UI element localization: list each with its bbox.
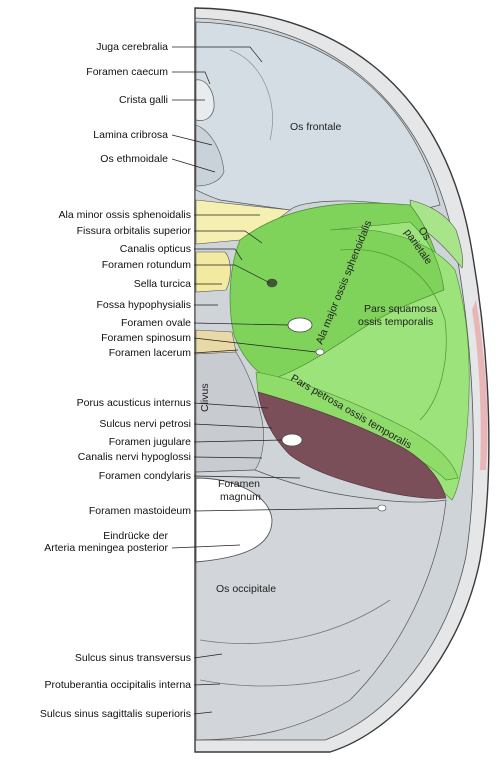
clivus-region xyxy=(195,351,264,473)
foramen-magnum-shape xyxy=(195,477,273,563)
frontal-contour xyxy=(229,49,273,141)
label-sulcus-transversus: Sulcus sinus transversus xyxy=(75,652,191,664)
label-foramen-caecum: Foramen caecum xyxy=(86,66,168,78)
label-lamina-cribrosa: Lamina cribrosa xyxy=(93,129,168,141)
foramen-jugulare-shape xyxy=(281,433,303,447)
foramen-ovale-shape xyxy=(287,317,313,333)
label-sella-turcica: Sella turcica xyxy=(134,278,191,290)
label-eindruecke-line1: Eindrücke der xyxy=(103,530,168,542)
label-foramen-spinosum: Foramen spinosum xyxy=(101,332,191,344)
label-clivus: Clivus xyxy=(199,383,211,412)
occipital-contour-2 xyxy=(199,669,361,687)
label-eindruecke-line2: Arteria meningea posterior xyxy=(44,542,168,554)
label-protuberantia: Protuberantia occipitalis interna xyxy=(45,679,192,691)
pink-edge xyxy=(472,300,488,470)
label-canalis-hypoglossi: Canalis nervi hypoglossi xyxy=(78,451,191,463)
label-foramen-condylaris: Foramen condylaris xyxy=(99,470,191,482)
occipital-contour xyxy=(199,599,391,644)
label-foramen-magnum-1: Foramen xyxy=(218,478,260,490)
foramen-spinosum-shape xyxy=(315,348,325,356)
sella-yellow-region xyxy=(195,251,231,293)
label-fissura-orbitalis: Fissura orbitalis superior xyxy=(77,225,192,237)
foramen-mastoideum-shape xyxy=(377,504,387,512)
label-foramen-jugulare: Foramen jugulare xyxy=(109,436,191,448)
label-sulcus-sagittalis: Sulcus sinus sagittalis superioris xyxy=(40,708,191,720)
label-fossa-hypophysialis: Fossa hypophysialis xyxy=(96,299,191,311)
label-crista-galli: Crista galli xyxy=(119,94,168,106)
label-porus-acusticus: Porus acusticus internus xyxy=(77,397,191,409)
label-sulcus-nervi-petrosi: Sulcus nervi petrosi xyxy=(99,418,191,430)
foramen-rotundum-shape xyxy=(266,278,278,288)
label-foramen-lacerum: Foramen lacerum xyxy=(109,347,192,359)
label-pars-squamosa-1: Pars squamosa xyxy=(364,303,437,315)
petrous-posterior-region xyxy=(257,391,447,499)
squama-contour xyxy=(339,248,447,421)
lamina-cribrosa-shape xyxy=(195,124,225,187)
label-foramen-rotundum: Foramen rotundum xyxy=(102,259,192,271)
label-foramen-magnum-2: magnum xyxy=(220,491,261,503)
label-pars-squamosa-2: ossis temporalis xyxy=(358,316,433,328)
label-ala-minor: Ala minor ossis sphenoidalis xyxy=(59,209,191,221)
leader-lines xyxy=(171,46,379,715)
left-labels: Juga cerebralia Foramen caecum Crista ga… xyxy=(40,41,192,720)
label-foramen-mastoideum: Foramen mastoideum xyxy=(89,505,191,517)
label-os-ethmoidale: Os ethmoidale xyxy=(100,153,168,165)
label-juga-cerebralia: Juga cerebralia xyxy=(96,41,168,53)
os-parietale-region xyxy=(409,199,464,269)
label-foramen-ovale: Foramen ovale xyxy=(121,317,191,329)
label-os-frontale: Os frontale xyxy=(290,121,342,133)
label-canalis-opticus: Canalis opticus xyxy=(120,243,191,255)
label-os-occipitale: Os occipitale xyxy=(216,583,276,595)
crista-galli-shape xyxy=(195,79,215,121)
